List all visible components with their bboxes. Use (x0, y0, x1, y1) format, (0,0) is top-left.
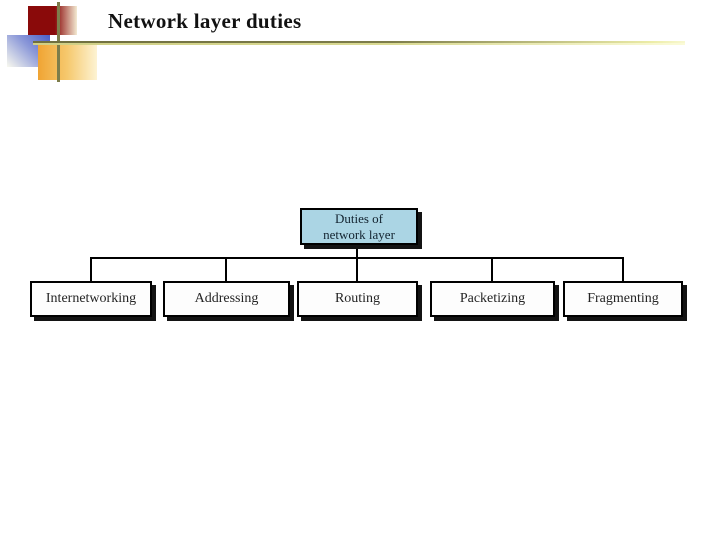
logo-orange-square (38, 45, 97, 80)
diagram-root-box-duties-of-network-layer: Duties of network layer (300, 208, 418, 245)
logo-red-square (28, 6, 77, 35)
diagram-box-addressing: Addressing (163, 281, 290, 317)
connector-stub-addressing (225, 257, 227, 282)
root-box-label-line2: network layer (323, 227, 395, 242)
title-underline-rule-light (33, 43, 685, 45)
connector-stub-routing (356, 257, 358, 282)
diagram-box-fragmenting: Fragmenting (563, 281, 683, 317)
diagram-box-internetworking: Internetworking (30, 281, 152, 317)
connector-root-stem (356, 245, 358, 258)
diagram-box-routing: Routing (297, 281, 418, 317)
connector-stub-internetworking (90, 257, 92, 282)
root-box-label-line1: Duties of (334, 211, 384, 226)
slide-title: Network layer duties (108, 9, 302, 33)
diagram-box-packetizing: Packetizing (430, 281, 555, 317)
title-underline-rule (33, 41, 685, 45)
connector-stub-fragmenting (622, 257, 624, 282)
connector-stub-packetizing (491, 257, 493, 282)
title-underline-rule-dark (33, 41, 685, 43)
